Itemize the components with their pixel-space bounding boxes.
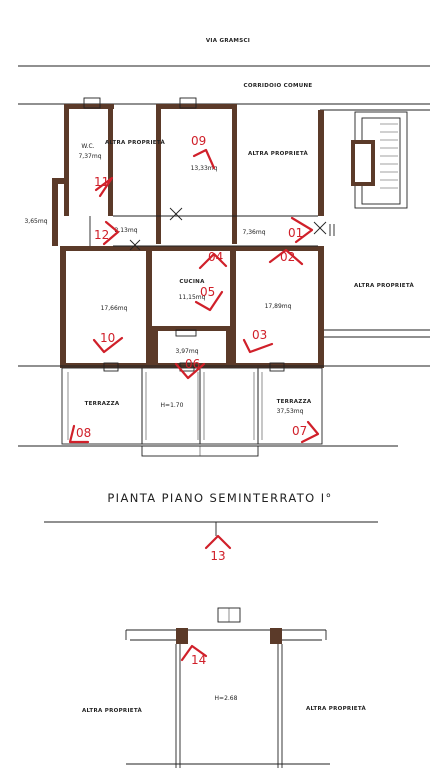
terrazza-right-label: TERRAZZA bbox=[277, 399, 312, 405]
altra-lower-left: ALTRA PROPRIETÀ bbox=[82, 707, 143, 714]
room-03-area: 17,89mq bbox=[265, 303, 292, 310]
room-09-area: 13,33mq bbox=[191, 165, 218, 172]
marker-11: 11 bbox=[94, 175, 109, 189]
altra-label-1: ALTRA PROPRIETÀ bbox=[105, 139, 166, 146]
walls bbox=[52, 104, 324, 368]
lower-plan bbox=[125, 607, 330, 768]
marker-13-arrow bbox=[204, 534, 232, 550]
hall-left-area: 2,13mq bbox=[114, 227, 137, 234]
terrazza-right-area: 37,53mq bbox=[277, 408, 304, 415]
altra-label-2: ALTRA PROPRIETÀ bbox=[248, 150, 309, 157]
wc-label: W.C. bbox=[81, 143, 94, 150]
left-small-area: 3,65mq bbox=[24, 218, 47, 225]
cucina-label: CUCINA bbox=[179, 279, 205, 285]
marker-09: 09 bbox=[191, 134, 206, 148]
room-10-area: 17,66mq bbox=[101, 305, 128, 312]
h-170-label: H=1.70 bbox=[161, 402, 184, 409]
street-label: VIA GRAMSCI bbox=[206, 38, 250, 44]
bath-area: 3,97mq bbox=[175, 348, 198, 355]
plan-title: PIANTA PIANO SEMINTERRATO I° bbox=[107, 491, 332, 505]
marker-14: 14 bbox=[191, 653, 206, 667]
marker-13: 13 bbox=[210, 549, 225, 563]
altra-label-3: ALTRA PROPRIETÀ bbox=[354, 282, 415, 289]
windows bbox=[83, 97, 285, 372]
partitions bbox=[18, 207, 430, 367]
hall-right-area: 7,36mq bbox=[242, 229, 265, 236]
marker-08: 08 bbox=[76, 426, 91, 440]
marker-07: 07 bbox=[292, 424, 307, 438]
marker-10: 10 bbox=[100, 331, 115, 345]
marker-12: 12 bbox=[94, 228, 109, 242]
photo-markers: 09 11 12 01 04 02 05 10 03 06 08 07 bbox=[68, 134, 320, 444]
terrazza-left-label: TERRAZZA bbox=[85, 401, 120, 407]
marker-03: 03 bbox=[252, 328, 267, 342]
marker-05: 05 bbox=[200, 285, 215, 299]
altra-lower-right: ALTRA PROPRIETÀ bbox=[306, 705, 367, 712]
marker-14-arrow bbox=[180, 644, 208, 662]
wc-area: 7,37mq bbox=[78, 153, 101, 160]
cucina-area: 11,15mq bbox=[179, 294, 206, 301]
terrace bbox=[18, 367, 398, 457]
height-268-label: H=2.68 bbox=[215, 695, 238, 702]
stairwell bbox=[351, 111, 408, 209]
marker-06: 06 bbox=[185, 357, 200, 371]
corridor-label: CORRIDOIO COMUNE bbox=[244, 83, 313, 89]
marker-01: 01 bbox=[288, 226, 303, 240]
